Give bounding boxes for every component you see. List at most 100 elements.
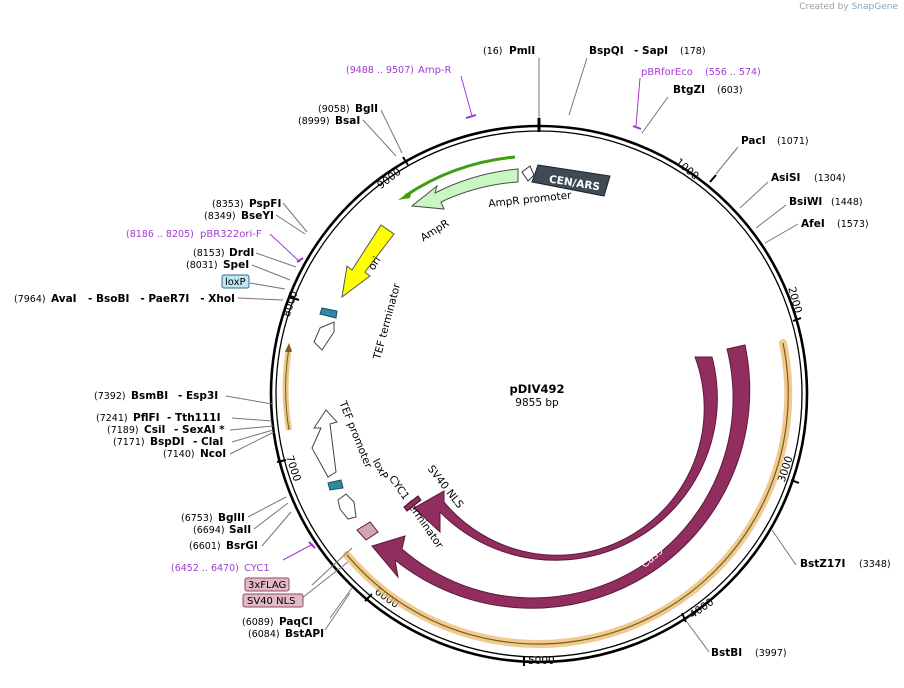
enzyme-paqci-name: PaqCI: [279, 616, 313, 628]
enzyme-asisi[interactable]: AsiSI (1304): [771, 172, 846, 184]
enzyme-btgzi-name: BtgZI: [673, 84, 705, 96]
sv40-nls-marker[interactable]: [403, 495, 422, 512]
primer-amp-r[interactable]: (9488 .. 9507) Amp-R: [346, 65, 477, 119]
credit-prefix: Created by: [799, 2, 849, 12]
primer-cyc1-range: (6452 .. 6470): [171, 563, 239, 574]
loxp-marker-bottom[interactable]: [327, 479, 344, 491]
enzyme-csii-extra: - SexAI *: [174, 424, 225, 436]
enzyme-csii[interactable]: (7189) CsiI - SexAI *: [107, 424, 225, 436]
enzyme-bsmbi-pos: (7392): [94, 391, 126, 402]
snapgene-credit: Created by SnapGene: [799, 2, 898, 12]
enzyme-bsiwi[interactable]: BsiWI (1448): [789, 196, 863, 208]
boxed-label-sv40-nls-text: SV40 NLS: [247, 596, 296, 607]
cas9-inner-feature[interactable]: Cas9: [413, 356, 718, 561]
enzyme-spei[interactable]: (8031) SpeI: [186, 259, 249, 271]
enzyme-bseyi[interactable]: (8349) BseYI: [204, 210, 274, 222]
boxed-label-loxp[interactable]: loxP: [221, 274, 250, 289]
enzyme-avai[interactable]: (7964) AvaI - BsoBI - PaeR7I - XhoI: [14, 293, 235, 305]
primer-pbr322ori-f[interactable]: (8186 .. 8205) pBR322ori-F: [126, 229, 304, 263]
enzyme-pspfi-pos: (8353): [212, 199, 244, 210]
primer-pbrforeco-range: (556 .. 574): [705, 67, 761, 78]
enzyme-bstz17i-pos: (3348): [859, 559, 891, 570]
enzyme-btgzi[interactable]: BtgZI (603): [673, 84, 743, 96]
enzyme-bstapi[interactable]: (6084) BstAPI: [248, 628, 324, 640]
primer-pbr322ori-f-range: (8186 .. 8205): [126, 229, 194, 240]
enzyme-afei-pos: (1573): [837, 219, 869, 230]
enzyme-paqci[interactable]: (6089) PaqCI: [242, 616, 313, 628]
loxp-label: loxP: [370, 457, 391, 482]
enzyme-ncoi[interactable]: (7140) NcoI: [163, 448, 226, 460]
snapgene-brand: SnapGene: [851, 2, 898, 12]
enzyme-asisi-name: AsiSI: [771, 172, 800, 184]
orf-highlight-arcs: [282, 339, 793, 648]
primer-cyc1-name: CYC1: [244, 563, 270, 574]
enzyme-bspqi[interactable]: BspQI - SapI (178): [589, 45, 706, 57]
enzyme-afei[interactable]: AfeI (1573): [801, 218, 869, 230]
boxed-label-loxp-text: loxP: [225, 277, 246, 288]
enzyme-pflfi-name: PflFI: [133, 412, 160, 424]
enzyme-bsai[interactable]: (8999) BsaI: [298, 115, 360, 127]
cyc1-terminator-arrow[interactable]: [337, 493, 357, 520]
3xflag-marker[interactable]: [356, 521, 379, 541]
enzyme-pmli[interactable]: (16) PmlI: [483, 45, 535, 57]
enzyme-bgli-pos: (9058): [318, 104, 350, 115]
enzyme-bstbi-pos: (3997): [755, 648, 787, 659]
enzyme-bsiwi-name: BsiWI: [789, 196, 822, 208]
tef-terminator-arrow[interactable]: [313, 321, 335, 351]
enzyme-bglii-pos: (6753): [181, 513, 213, 524]
tick-label-8000: 8000: [281, 289, 301, 318]
enzyme-sali[interactable]: (6694) SalI: [193, 524, 251, 536]
enzyme-drdi[interactable]: (8153) DrdI: [193, 247, 254, 259]
enzyme-ncoi-name: NcoI: [200, 448, 226, 460]
enzyme-bgli[interactable]: (9058) BglI: [318, 103, 378, 115]
enzyme-bstapi-name: BstAPI: [285, 628, 324, 640]
enzyme-bspdi-extra: - ClaI: [193, 436, 223, 448]
enzyme-bsrgi[interactable]: (6601) BsrGI: [189, 540, 258, 552]
enzyme-bglii[interactable]: (6753) BglII: [181, 512, 245, 524]
primer-pbrforeco-name: pBRforEco: [641, 67, 693, 78]
enzyme-pflfi-extra: - Tth111I: [167, 412, 221, 424]
enzyme-paci[interactable]: PacI (1071): [741, 135, 809, 147]
ampr-promoter-arrow[interactable]: [521, 165, 535, 182]
enzyme-bspdi[interactable]: (7171) BspDI - ClaI: [113, 436, 223, 448]
enzyme-bstapi-pos: (6084): [248, 629, 280, 640]
enzyme-drdi-name: DrdI: [229, 247, 254, 259]
ampr-promoter-label: AmpR promoter: [488, 189, 573, 210]
enzyme-pflfi[interactable]: (7241) PflFI - Tth111I: [96, 412, 221, 424]
ori-feature[interactable]: ori: [341, 224, 395, 299]
enzyme-avai-pos: (7964): [14, 294, 46, 305]
cas9-inner-label: Cas9: [647, 460, 673, 487]
enzyme-bsmbi[interactable]: (7392) BsmBI - Esp3I: [94, 390, 218, 402]
tick-label-9000: 9000: [375, 166, 403, 192]
tef-promoter-label: TEF promoter: [336, 398, 374, 470]
plasmid-name: pDIV492: [510, 382, 565, 396]
enzyme-bseyi-name: BseYI: [241, 210, 274, 222]
boxed-label-3xflag[interactable]: 3xFLAG: [244, 577, 290, 592]
primer-amp-r-name: Amp-R: [418, 65, 452, 76]
boxed-label-sv40-nls[interactable]: SV40 NLS: [242, 593, 304, 608]
enzyme-bsiwi-pos: (1448): [831, 197, 863, 208]
enzyme-sali-name: SalI: [229, 524, 251, 536]
enzyme-avai-name: AvaI: [51, 293, 77, 305]
plasmid-length: 9855 bp: [515, 397, 559, 409]
enzyme-bstbi[interactable]: BstBI (3997): [711, 647, 787, 659]
primer-pbrforeco[interactable]: pBRforEco (556 .. 574): [632, 67, 761, 130]
enzyme-bstz17i[interactable]: BstZ17I (3348): [800, 558, 891, 570]
enzyme-bspdi-pos: (7171): [113, 437, 145, 448]
enzyme-csii-name: CsiI: [144, 424, 165, 436]
enzyme-bsai-name: BsaI: [335, 115, 360, 127]
enzyme-paci-name: PacI: [741, 135, 766, 147]
enzyme-asisi-pos: (1304): [814, 173, 846, 184]
tef-promoter-arrow[interactable]: [311, 409, 338, 478]
enzyme-csii-pos: (7189): [107, 425, 139, 436]
enzyme-afei-name: AfeI: [801, 218, 825, 230]
enzyme-drdi-pos: (8153): [193, 248, 225, 259]
enzyme-avai-extra: - BsoBI - PaeR7I - XhoI: [88, 293, 235, 305]
loxp-marker-top[interactable]: [319, 307, 338, 319]
enzyme-pspfi[interactable]: (8353) PspFI: [212, 198, 281, 210]
scale-tick-labels: 1000 2000 3000 4000 5000 6000 7000 8000 …: [281, 156, 804, 667]
enzyme-bsmbi-name: BsmBI: [131, 390, 168, 402]
enzyme-bseyi-pos: (8349): [204, 211, 236, 222]
primer-cyc1[interactable]: (6452 .. 6470) CYC1: [171, 541, 316, 574]
